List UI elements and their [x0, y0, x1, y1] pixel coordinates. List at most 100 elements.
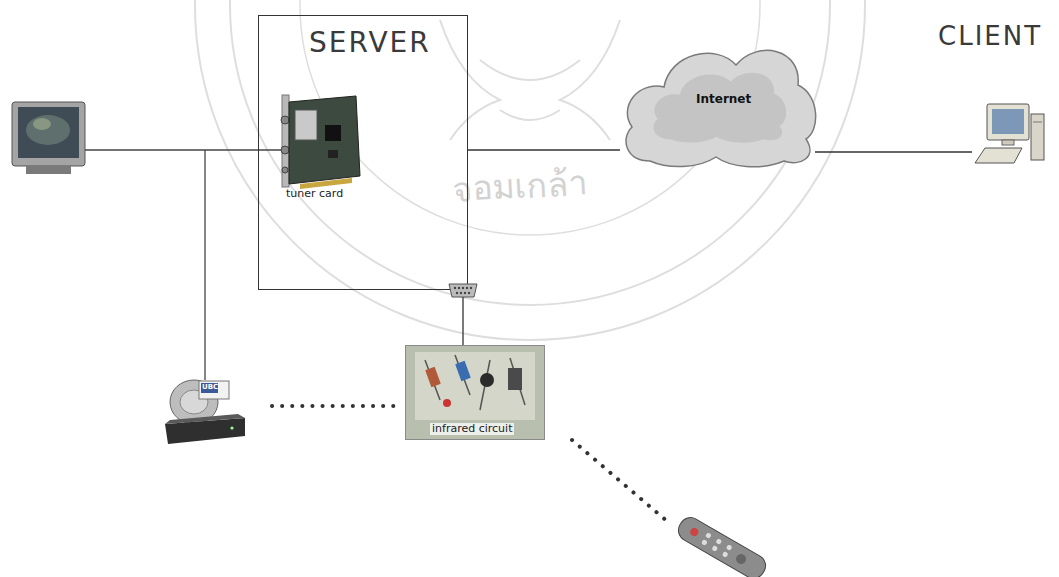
- node-label: tuner card: [286, 188, 343, 200]
- rf-connector: [281, 116, 289, 124]
- seal-figure: [480, 60, 580, 120]
- client-computer-illustration: [975, 104, 1044, 163]
- node-label: CLIENT: [938, 22, 1042, 51]
- server-box: SERVER tuner card: [258, 15, 468, 290]
- remote-control: [674, 514, 769, 577]
- seal-ring: [195, 0, 865, 340]
- tv-frame: [12, 102, 85, 166]
- receiver-top: [165, 414, 245, 424]
- resistor: [425, 367, 441, 387]
- pin: [462, 287, 464, 289]
- remote-button: [726, 544, 733, 551]
- rf-connector: [282, 167, 288, 173]
- pin: [454, 287, 456, 289]
- seal-figure: [440, 20, 620, 140]
- antenna-wire: [85, 150, 292, 380]
- rf-connector: [281, 146, 289, 154]
- tv-set: [12, 102, 85, 174]
- beam-dots: [272, 404, 396, 408]
- node-label: Internet: [696, 93, 751, 106]
- chip: [328, 150, 338, 158]
- satellite-receiver: [165, 380, 245, 444]
- drive-slot: [1033, 122, 1042, 123]
- chip: [325, 125, 341, 141]
- tv-picture: [33, 118, 51, 130]
- ic: [508, 368, 522, 390]
- infrared-circuit-illustration: [405, 345, 545, 440]
- remote-body: [674, 514, 769, 577]
- remote-button: [705, 532, 712, 539]
- dish: [180, 390, 208, 414]
- keyboard: [975, 148, 1022, 163]
- remote-button: [701, 539, 708, 546]
- logo-text: UBC: [202, 384, 218, 392]
- monitor-screen: [992, 109, 1024, 134]
- remote-button: [689, 527, 700, 538]
- network-link: [468, 149, 620, 150]
- dish: [170, 380, 218, 424]
- monitor: [987, 104, 1029, 140]
- cloud-shape: [626, 50, 816, 166]
- serial-port: [449, 284, 477, 297]
- pin: [460, 292, 462, 294]
- internet-cloud: Internet: [620, 35, 815, 165]
- pin: [456, 292, 458, 294]
- receiver-box: [165, 418, 245, 444]
- lead: [480, 360, 490, 410]
- watermark-seal: [195, 0, 865, 340]
- tower: [1031, 114, 1044, 160]
- card-pcb: [289, 96, 360, 184]
- seal-ring: [300, 0, 760, 235]
- pin: [464, 292, 466, 294]
- pin: [468, 292, 470, 294]
- cloud-outline: [620, 35, 815, 165]
- network-link: [815, 151, 972, 152]
- tuner-card: tuner card: [267, 94, 363, 204]
- board: [415, 352, 535, 420]
- network-link: [462, 290, 463, 345]
- pin: [470, 287, 472, 289]
- lead: [425, 360, 440, 400]
- remote-button: [715, 538, 722, 545]
- breadboard: [405, 345, 545, 440]
- logo-box: [201, 383, 218, 393]
- tv-stand: [26, 166, 71, 174]
- pin: [466, 287, 468, 289]
- db9-pins: [454, 287, 472, 294]
- ir-receiver: [480, 373, 494, 387]
- infrared-circuit: infrared circuit: [405, 345, 545, 440]
- card-bracket: [282, 95, 289, 187]
- wire: [85, 149, 292, 150]
- client-computer: CLIENT: [972, 100, 1046, 168]
- remote-button: [711, 545, 718, 552]
- cloud-shade: [653, 73, 786, 143]
- led: [230, 426, 233, 429]
- db9-shell: [449, 284, 477, 297]
- card-fingers: [300, 178, 352, 189]
- node-label: infrared circuit: [430, 423, 514, 435]
- node-label: SERVER: [309, 28, 431, 59]
- seal-ring: [230, 0, 830, 305]
- infrared-beam: [272, 406, 668, 522]
- tuner-can: [295, 110, 317, 140]
- monitor-stand: [1002, 140, 1014, 145]
- beam-dots: [572, 440, 668, 522]
- capacitor: [455, 361, 471, 381]
- tv-screen: [18, 107, 79, 158]
- lead: [455, 355, 470, 395]
- smart-card: [199, 381, 229, 399]
- lead: [510, 358, 525, 405]
- watermark: จอมเกล้า: [451, 164, 588, 208]
- wire: [204, 150, 205, 380]
- led: [443, 399, 451, 407]
- tv-picture: [26, 115, 70, 145]
- tuner-card-illustration: [281, 95, 360, 189]
- remote-button: [722, 551, 729, 558]
- pin: [458, 287, 460, 289]
